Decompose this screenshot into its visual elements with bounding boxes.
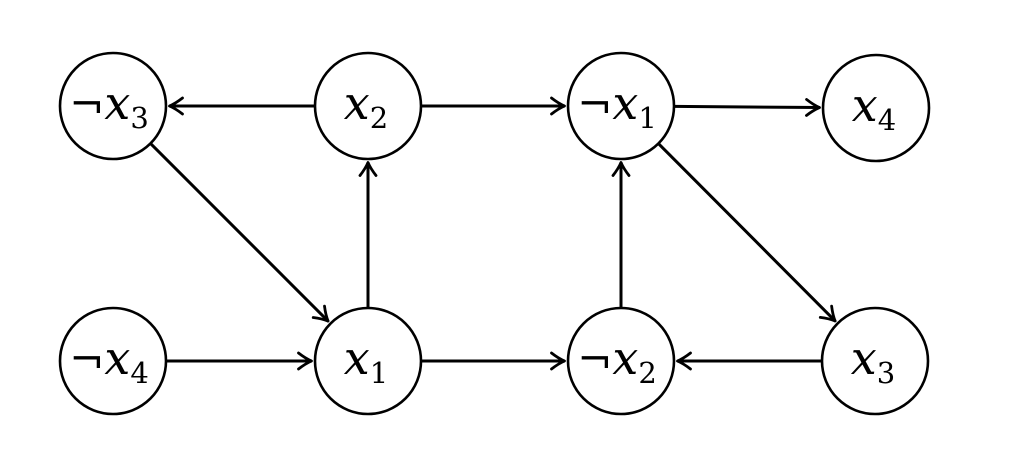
variable-base: x xyxy=(612,76,638,130)
graph-node-not_x3: ¬x3 xyxy=(58,51,168,161)
graph-node-x3: x3 xyxy=(820,306,930,416)
node-circle xyxy=(313,306,423,416)
negation-symbol: ¬ xyxy=(69,335,104,384)
variable-subscript: 2 xyxy=(370,101,388,135)
node-label: ¬x3 xyxy=(69,76,149,135)
variable-subscript: 2 xyxy=(638,356,656,390)
variable-subscript: 1 xyxy=(638,101,656,135)
edge-not_x3-to-x1 xyxy=(149,142,330,323)
variable-base: x xyxy=(612,331,638,385)
graph-node-not_x2: ¬x2 xyxy=(566,306,676,416)
negation-symbol: ¬ xyxy=(69,80,104,129)
graph-node-x1: x1 xyxy=(313,306,423,416)
node-label: ¬x1 xyxy=(577,76,657,135)
variable-base: x xyxy=(104,331,130,385)
variable-base: x xyxy=(851,331,877,385)
graph-node-not_x4: ¬x4 xyxy=(58,306,168,416)
node-circle xyxy=(821,53,931,163)
node-circle xyxy=(566,306,676,416)
variable-base: x xyxy=(852,78,878,132)
variable-subscript: 3 xyxy=(877,356,895,390)
graph-node-not_x1: ¬x1 xyxy=(566,51,676,161)
node-circle xyxy=(58,51,168,161)
variable-base: x xyxy=(104,76,130,130)
variable-subscript: 1 xyxy=(370,356,388,390)
node-circle xyxy=(566,51,676,161)
variable-base: x xyxy=(344,331,370,385)
node-label: x1 xyxy=(344,331,388,390)
node-circle xyxy=(58,306,168,416)
node-circle xyxy=(820,306,930,416)
variable-base: x xyxy=(344,76,370,130)
node-label: ¬x2 xyxy=(577,331,657,390)
node-label: x2 xyxy=(344,76,388,135)
graph-node-x2: x2 xyxy=(313,51,423,161)
graph-node-x4: x4 xyxy=(821,53,931,163)
node-label: ¬x4 xyxy=(69,331,149,390)
variable-subscript: 3 xyxy=(130,101,148,135)
edges-layer xyxy=(149,96,837,371)
node-circle xyxy=(313,51,423,161)
variable-subscript: 4 xyxy=(878,103,896,137)
edge-not_x1-to-x4 xyxy=(673,98,821,117)
node-label: x4 xyxy=(852,78,896,137)
negation-symbol: ¬ xyxy=(577,335,612,384)
node-label: x3 xyxy=(851,331,895,390)
edge-not_x1-to-x3 xyxy=(657,142,837,323)
variable-subscript: 4 xyxy=(130,356,148,390)
negation-symbol: ¬ xyxy=(577,80,612,129)
